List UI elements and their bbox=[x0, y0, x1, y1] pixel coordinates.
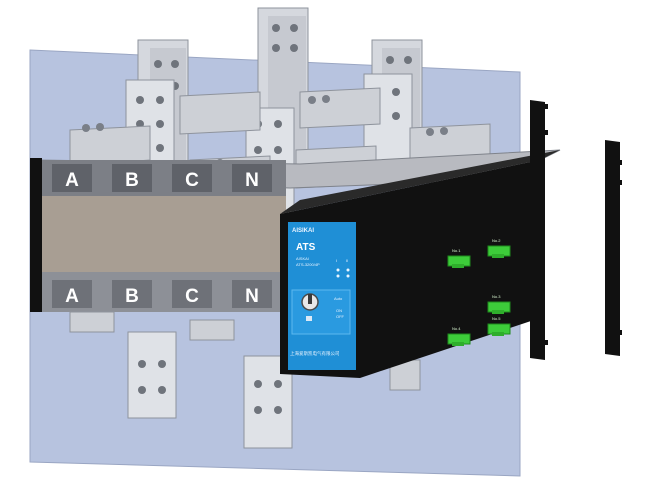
model-subtitle-1: AISKAI bbox=[296, 256, 309, 261]
indicator-led-1 bbox=[336, 268, 340, 272]
controller-panel: AISIKAI ATS AISKAI ATS-3200/4P I II Auto… bbox=[288, 222, 356, 370]
phase-labels-top: A B C N bbox=[52, 164, 272, 192]
mode-on-label: ON bbox=[336, 308, 342, 313]
terminal-connectors: No.1 No.2 No.3 No.4 No.5 bbox=[447, 238, 511, 346]
terminal-label-lower-right: No.5 bbox=[492, 316, 501, 321]
indicator-led-3 bbox=[336, 274, 340, 278]
model-subtitle-2: ATS-3200/4P bbox=[296, 262, 320, 267]
terminal-label-middle-right: No.3 bbox=[492, 294, 501, 299]
terminal-label-upper-left: No.1 bbox=[452, 248, 461, 253]
busbar-bottom-1 bbox=[127, 331, 177, 419]
phase-label-c-top: C bbox=[185, 170, 199, 191]
phase-label-a-top: A bbox=[65, 170, 79, 191]
phase-label-b-top: B bbox=[125, 170, 139, 191]
phase-label-n-bottom: N bbox=[245, 286, 259, 307]
mode-auto-label: Auto bbox=[334, 296, 343, 301]
indicator-led-2 bbox=[346, 268, 350, 272]
terminal-label-lower-left: No.4 bbox=[452, 326, 461, 331]
mode-off-label: OFF bbox=[336, 314, 345, 319]
lock-icon bbox=[306, 316, 312, 321]
selector-plate bbox=[291, 289, 351, 335]
phase-label-c-bottom: C bbox=[185, 286, 199, 307]
mounting-bracket bbox=[530, 100, 622, 360]
terminal-label-upper-right: No.2 bbox=[492, 238, 501, 243]
manufacturer-label: 上海爱斯凯电气有限公司 bbox=[290, 350, 340, 357]
brand-logo: AISIKAI bbox=[292, 228, 314, 234]
phase-label-b-bottom: B bbox=[125, 286, 139, 307]
phase-labels-bottom: A B C N bbox=[52, 280, 272, 308]
phase-label-a-bottom: A bbox=[65, 286, 79, 307]
indicator-led-4 bbox=[346, 274, 350, 278]
insulator-body bbox=[36, 196, 286, 272]
indicator-1-label: I bbox=[336, 258, 337, 263]
model-label: ATS bbox=[296, 242, 316, 253]
phase-label-n-top: N bbox=[245, 170, 259, 191]
indicator-2-label: II bbox=[346, 258, 348, 263]
